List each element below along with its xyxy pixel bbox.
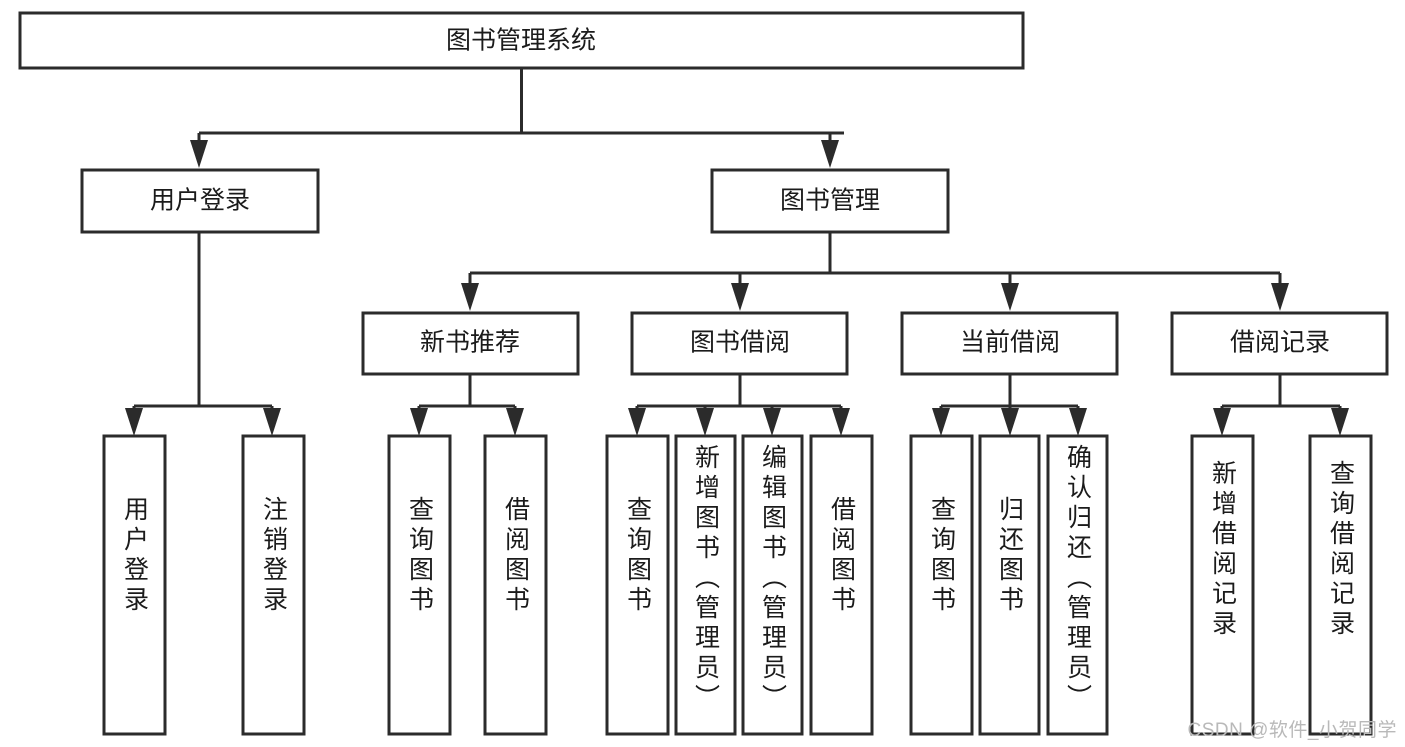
node-book-borrow-label: 图书借阅 xyxy=(690,329,790,357)
node-borrow-record[interactable]: 借阅记录 xyxy=(1170,311,1389,376)
node-borrow-record-label: 借阅记录 xyxy=(1230,329,1330,357)
arrow-head-leaf-edit-book xyxy=(763,408,781,436)
arrow-head-leaf-query-book-3 xyxy=(932,408,950,436)
arrow-head-leaf-user-login xyxy=(125,408,143,436)
arrow-head-leaf-borrow-book-2 xyxy=(832,408,850,436)
arrow-head-leaf-confirm-return xyxy=(1069,408,1087,436)
arrow-head-user-login xyxy=(190,140,208,168)
arrow-head-leaf-return-book xyxy=(1001,408,1019,436)
arrow-head-new-book-rec xyxy=(461,283,479,311)
leaf-boxes xyxy=(102,434,1373,736)
node-leaf-confirm-return-box[interactable] xyxy=(1046,434,1109,736)
node-leaf-borrow-book-2-box[interactable] xyxy=(809,434,874,736)
node-leaf-query-book-1-box[interactable] xyxy=(387,434,452,736)
node-leaf-edit-book-box[interactable] xyxy=(741,434,804,736)
node-leaf-query-book-2-box[interactable] xyxy=(605,434,670,736)
edge-group-borrow-record xyxy=(1213,374,1349,436)
arrow-head-leaf-query-book-1 xyxy=(410,408,428,436)
node-new-book-rec-label: 新书推荐 xyxy=(420,329,520,357)
edge-group-current-borrow xyxy=(932,374,1087,436)
node-root-box[interactable] xyxy=(18,11,1025,70)
edge-group-user-login xyxy=(125,232,281,436)
arrow-head-leaf-query-book-2 xyxy=(628,408,646,436)
arrow-head-leaf-add-record xyxy=(1213,408,1231,436)
node-root[interactable]: 图书管理系统 xyxy=(18,11,1025,70)
arrow-head-book-borrow xyxy=(731,283,749,311)
arrow-head-leaf-query-record xyxy=(1331,408,1349,436)
node-book-manage-label: 图书管理 xyxy=(780,187,880,215)
arrow-head-leaf-borrow-book-1 xyxy=(506,408,524,436)
node-user-login[interactable]: 用户登录 xyxy=(80,168,320,234)
node-current-borrow-box[interactable] xyxy=(900,311,1119,376)
node-user-login-box[interactable] xyxy=(80,168,320,234)
edge-group-root xyxy=(190,68,844,168)
node-leaf-user-login-box[interactable] xyxy=(102,434,167,736)
csdn-watermark: CSDN @软件_小贺同学 xyxy=(1187,720,1397,741)
arrow-head-leaf-add-book xyxy=(696,408,714,436)
node-leaf-add-book-box[interactable] xyxy=(674,434,737,736)
edge-group-book-manage xyxy=(461,232,1289,311)
node-book-manage-box[interactable] xyxy=(710,168,950,234)
arrow-head-book-manage xyxy=(821,140,839,168)
edge-group-new-book-rec xyxy=(410,374,524,436)
node-leaf-query-record-box[interactable] xyxy=(1308,434,1373,736)
node-new-book-rec[interactable]: 新书推荐 xyxy=(361,311,580,376)
node-root-label: 图书管理系统 xyxy=(446,27,596,55)
node-user-login-label: 用户登录 xyxy=(150,187,250,215)
edge-group-book-borrow xyxy=(628,374,850,436)
node-leaf-add-record-box[interactable] xyxy=(1190,434,1255,736)
arrow-head-leaf-logout xyxy=(263,408,281,436)
node-leaf-borrow-book-1-box[interactable] xyxy=(483,434,548,736)
node-book-borrow-box[interactable] xyxy=(630,311,849,376)
node-current-borrow[interactable]: 当前借阅 xyxy=(900,311,1119,376)
node-leaf-query-book-3-box[interactable] xyxy=(909,434,974,736)
node-new-book-rec-box[interactable] xyxy=(361,311,580,376)
node-current-borrow-label: 当前借阅 xyxy=(960,329,1060,357)
arrow-head-borrow-record xyxy=(1271,283,1289,311)
node-leaf-return-book-box[interactable] xyxy=(978,434,1041,736)
node-book-borrow[interactable]: 图书借阅 xyxy=(630,311,849,376)
node-book-manage[interactable]: 图书管理 xyxy=(710,168,950,234)
arrow-head-current-borrow xyxy=(1001,283,1019,311)
node-borrow-record-box[interactable] xyxy=(1170,311,1389,376)
node-leaf-logout-box[interactable] xyxy=(241,434,306,736)
